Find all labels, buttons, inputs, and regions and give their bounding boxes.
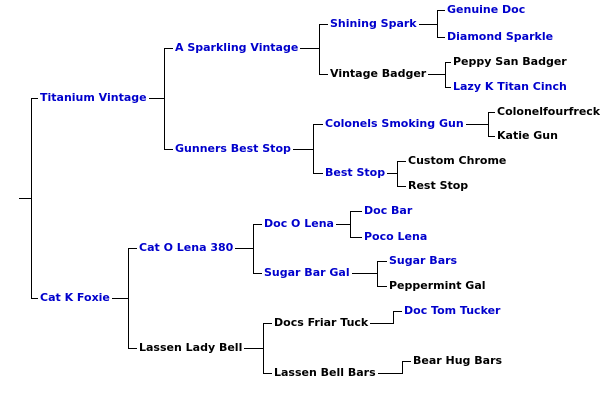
pedigree-node-reststop: Rest Stop <box>408 179 469 192</box>
connector-vline <box>445 62 446 88</box>
connector-hline <box>300 48 319 49</box>
connector-hline <box>402 361 411 362</box>
pedigree-node-lbb: Lassen Bell Bars <box>274 366 376 379</box>
pedigree-node-shining[interactable]: Shining Spark <box>330 17 417 30</box>
pedigree-node-diamond[interactable]: Diamond Sparkle <box>447 30 554 43</box>
connector-vline <box>377 261 378 287</box>
connector-hline <box>128 248 137 249</box>
pedigree-node-sugarbars[interactable]: Sugar Bars <box>389 254 458 267</box>
connector-vline <box>402 361 403 374</box>
pedigree-node-docbar[interactable]: Doc Bar <box>364 204 413 217</box>
connector-hline <box>263 323 272 324</box>
connector-hline <box>336 224 350 225</box>
connector-hline <box>112 298 128 299</box>
connector-hline <box>319 24 328 25</box>
connector-vline <box>313 124 314 174</box>
connector-vline <box>253 224 254 274</box>
pedigree-node-chrome: Custom Chrome <box>408 154 507 167</box>
connector-hline <box>387 173 397 174</box>
connector-hline <box>164 149 173 150</box>
connector-hline <box>164 48 173 49</box>
connector-hline <box>437 37 445 38</box>
connector-hline <box>128 348 137 349</box>
pedigree-node-peppermint: Peppermint Gal <box>389 279 486 292</box>
connector-hline <box>350 237 362 238</box>
connector-hline <box>419 24 437 25</box>
connector-hline <box>31 298 38 299</box>
pedigree-node-docolena[interactable]: Doc O Lena <box>264 217 334 230</box>
connector-hline <box>352 273 377 274</box>
pedigree-node-dft: Docs Friar Tuck <box>274 316 369 329</box>
connector-hline <box>319 74 328 75</box>
connector-hline <box>293 149 313 150</box>
connector-hline <box>377 286 387 287</box>
connector-vline <box>128 248 129 349</box>
pedigree-node-peppy: Peppy San Badger <box>453 55 567 68</box>
connector-hline <box>428 74 445 75</box>
connector-hline <box>445 87 451 88</box>
connector-vline <box>263 323 264 374</box>
connector-hline <box>437 10 445 11</box>
connector-vline <box>164 48 165 150</box>
connector-hline <box>19 198 31 199</box>
connector-vline <box>319 24 320 75</box>
pedigree-node-colonel4: Colonelfourfreck <box>497 105 600 118</box>
connector-hline <box>397 161 406 162</box>
connector-hline <box>253 224 262 225</box>
pedigree-node-vbadger: Vintage Badger <box>330 67 427 80</box>
pedigree-node-llb: Lassen Lady Bell <box>139 341 243 354</box>
connector-hline <box>488 136 495 137</box>
connector-vline <box>31 98 32 299</box>
pedigree-node-titanium[interactable]: Titanium Vintage <box>40 91 147 104</box>
connector-vline <box>488 112 489 137</box>
pedigree-node-poco[interactable]: Poco Lena <box>364 230 428 243</box>
pedigree-node-katie: Katie Gun <box>497 129 558 142</box>
connector-hline <box>313 124 323 125</box>
pedigree-node-genuine[interactable]: Genuine Doc <box>447 3 526 16</box>
pedigree-node-csg[interactable]: Colonels Smoking Gun <box>325 117 464 130</box>
connector-vline <box>437 10 438 38</box>
connector-hline <box>377 261 387 262</box>
pedigree-node-dtt[interactable]: Doc Tom Tucker <box>404 304 501 317</box>
connector-hline <box>393 311 402 312</box>
connector-hline <box>350 211 362 212</box>
connector-hline <box>31 98 38 99</box>
pedigree-node-bearhug: Bear Hug Bars <box>413 354 503 367</box>
connector-hline <box>370 323 393 324</box>
connector-hline <box>253 273 262 274</box>
pedigree-node-catk[interactable]: Cat K Foxie <box>40 291 110 304</box>
connector-hline <box>445 62 451 63</box>
connector-hline <box>235 248 253 249</box>
pedigree-node-lazyk[interactable]: Lazy K Titan Cinch <box>453 80 567 93</box>
connector-hline <box>488 112 495 113</box>
pedigree-node-gbs[interactable]: Gunners Best Stop <box>175 142 291 155</box>
connector-hline <box>149 98 164 99</box>
pedigree-node-sbg[interactable]: Sugar Bar Gal <box>264 266 350 279</box>
connector-hline <box>397 186 406 187</box>
pedigree-node-beststop[interactable]: Best Stop <box>325 166 386 179</box>
pedigree-node-col380[interactable]: Cat O Lena 380 <box>139 241 234 254</box>
connector-vline <box>393 311 394 324</box>
pedigree-node-asv[interactable]: A Sparkling Vintage <box>175 41 299 54</box>
connector-vline <box>397 161 398 187</box>
connector-hline <box>244 348 263 349</box>
connector-hline <box>313 173 323 174</box>
connector-vline <box>350 211 351 238</box>
connector-hline <box>378 373 402 374</box>
connector-hline <box>263 373 272 374</box>
connector-hline <box>466 124 488 125</box>
